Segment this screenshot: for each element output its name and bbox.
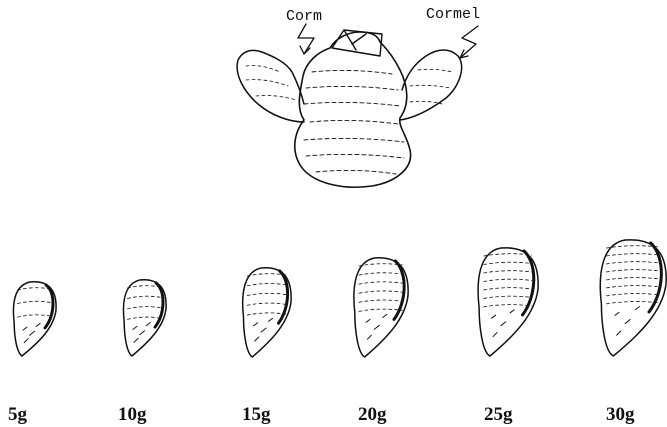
cormel-ring <box>484 262 532 264</box>
cormel-ring <box>359 291 402 293</box>
cormel-ring <box>359 273 402 275</box>
cormel-ring <box>607 246 660 248</box>
cormel-shading <box>45 285 53 328</box>
corm-cap <box>332 30 382 56</box>
cormel-ring <box>484 254 532 256</box>
cormel-ring <box>607 254 660 256</box>
cormel-label: Cormel <box>426 6 480 23</box>
weight-label-10g: 10g <box>118 404 147 425</box>
cormel-size-series <box>13 240 666 357</box>
cormel-15g <box>243 268 291 357</box>
cormel-ring <box>128 286 162 288</box>
cormel-ring <box>359 282 402 284</box>
cormel-ring <box>18 315 52 317</box>
cormel-ring <box>247 293 286 295</box>
corm-arrow <box>298 24 314 54</box>
cormel-ring <box>359 264 402 266</box>
corm-hatching <box>304 70 404 174</box>
cormel-shading <box>279 271 288 323</box>
weight-label-30g: 30g <box>606 404 635 425</box>
cormel-30g <box>600 240 666 356</box>
cormel-ring <box>607 270 660 272</box>
cormel-ring <box>607 294 660 296</box>
cormel-10g <box>123 280 166 356</box>
cormel-texture <box>492 310 515 337</box>
cormel-ring <box>18 301 52 303</box>
cormel-ring <box>247 274 286 276</box>
cormel-texture <box>23 323 40 342</box>
cormel-ring <box>128 296 162 298</box>
cormel-5g <box>13 282 56 356</box>
cormel-right <box>400 50 462 120</box>
weight-label-25g: 25g <box>484 404 513 425</box>
cormel-20g <box>354 258 408 357</box>
cormel-ring <box>607 286 660 288</box>
corm-label: Corm <box>286 8 322 25</box>
cormel-ring <box>359 300 402 302</box>
cormel-ring <box>484 279 532 281</box>
weight-label-5g: 5g <box>8 404 28 425</box>
cormel-ring <box>484 271 532 273</box>
cormel-ring <box>247 284 286 286</box>
cormel-ring <box>247 303 286 305</box>
cormel-ring <box>484 305 532 307</box>
cormel-ring <box>484 288 532 290</box>
cormel-arrow <box>460 26 478 58</box>
cormel-texture <box>254 318 273 341</box>
cormel-25g <box>478 248 538 356</box>
cormel-ring <box>607 262 660 264</box>
cormel-ring <box>607 302 660 304</box>
cormel-texture <box>133 323 150 343</box>
cormel-shading <box>155 283 163 327</box>
cormel-ring <box>607 278 660 280</box>
corm-body <box>295 32 411 187</box>
weight-label-20g: 20g <box>358 404 387 425</box>
cormel-ring <box>128 317 162 319</box>
cormel-ring <box>128 307 162 309</box>
weight-label-15g: 15g <box>242 404 271 425</box>
cormel-ring <box>247 313 286 315</box>
cormel-texture <box>615 307 639 336</box>
cormel-ring <box>359 309 402 311</box>
cormel-ring <box>18 288 52 290</box>
corm-illustration: Corm Cormel <box>237 6 480 187</box>
cormel-left <box>237 50 304 122</box>
cormel-ring <box>484 296 532 298</box>
cormel-texture <box>366 314 387 339</box>
